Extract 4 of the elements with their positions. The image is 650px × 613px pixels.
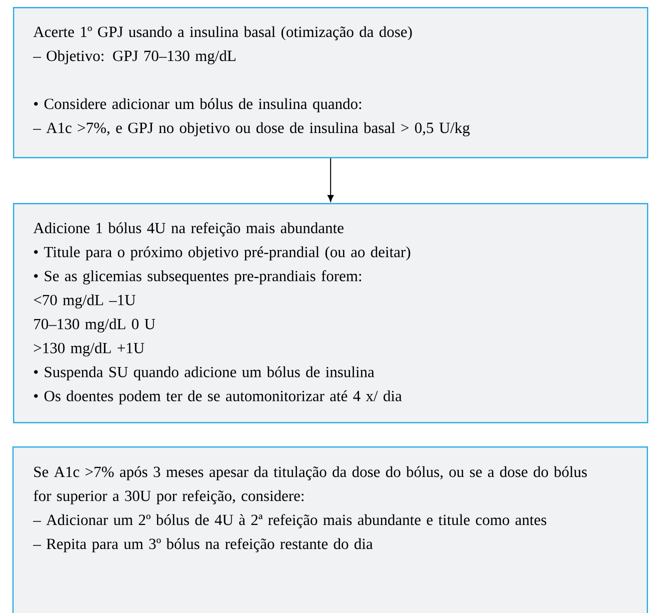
process-box: Se A1c >7% após 3 meses apesar da titulação da dose do bólus, ou se a dose do bólus for superior a 30U por refeição, considere: – Adicionar um 2º bólus de 4U à 2ª refeição mais abundante e titule como antes – Repita para um 3º bólus na refeição restante do dia bbox=[12, 446, 648, 613]
process-box: Adicione 1 bólus 4U na refeição mais abundante • Titule para o próximo objetivo pré-prandial (ou ao deitar) • Se as glicemias subsequentes pre-prandiais forem: <70 mg/dL –1U 70–130 mg/dL 0 U >130 mg/dL +1U • Suspenda SU quando adicione um bólus de insulina • Os doentes podem ter de se automonitorizar até 4 x/ dia bbox=[13, 203, 648, 424]
arrow bbox=[328, 158, 334, 202]
process-box: Acerte 1º GPJ usando a insulina basal (otimização da dose) – Objetivo: GPJ 70–130 mg/dL • Considere adicionar um bólus de insulina quando: – A1c >7%, e GPJ no objetivo ou dose de insulina basal > 0,5 U/kg bbox=[13, 7, 648, 158]
